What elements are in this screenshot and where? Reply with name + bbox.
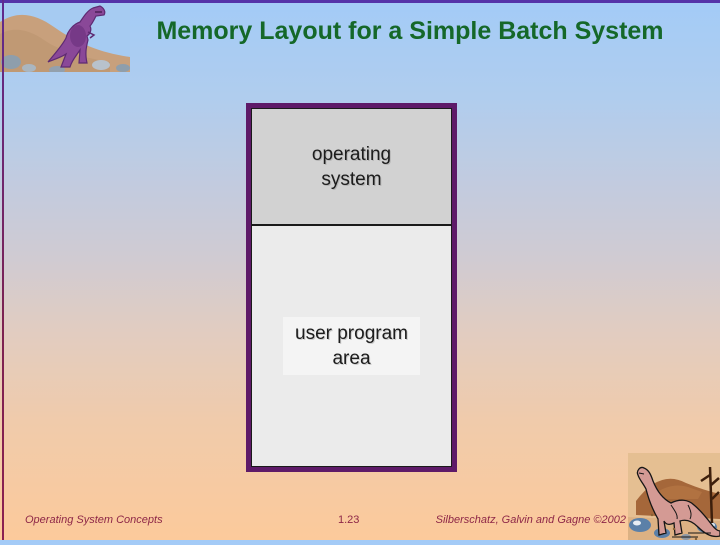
memory-layout-box: operating system user program area [246, 103, 457, 472]
operating-system-label-line1: operating [311, 143, 392, 165]
user-program-area-label-line2: area [332, 348, 371, 369]
footer-authors: Silberschatz, Galvin and Gagne ©2002 [435, 514, 626, 526]
operating-system-label-line2: system [321, 168, 382, 190]
operating-system-label: operating system [312, 142, 391, 192]
slide-title: Memory Layout for a Simple Batch System [156, 17, 664, 45]
memory-layout-inner: operating system user program area [251, 108, 452, 467]
region-divider-line [252, 224, 451, 226]
sauropod-corner-image [628, 453, 720, 541]
slide-footer: Operating System Concepts 1.23 Silbersch… [0, 512, 720, 532]
operating-system-region: operating system [252, 109, 451, 224]
top-border-strip [0, 0, 720, 3]
sauropod-illustration-icon [628, 453, 720, 541]
trex-illustration-icon [0, 0, 130, 74]
trex-corner-image [0, 0, 130, 74]
user-program-region: user program area [252, 226, 451, 466]
footer-book-title: Operating System Concepts [25, 514, 163, 526]
user-program-area-label: user program area [283, 317, 420, 375]
left-border-strip [2, 0, 4, 540]
footer-page-number: 1.23 [338, 514, 360, 526]
user-program-area-label-line1: user program [295, 323, 408, 344]
